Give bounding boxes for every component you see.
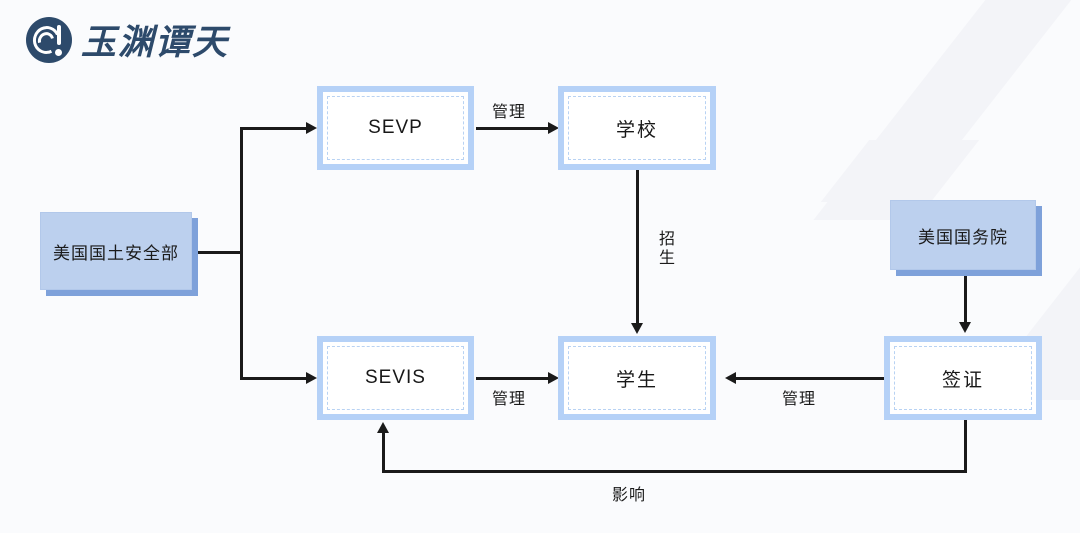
edge-dhs-trunk [190, 251, 242, 254]
arrowhead-sevis-to-student-icon [548, 371, 559, 384]
edge-label-visa-student: 管理 [782, 391, 817, 408]
node-dos-label: 美国国务院 [918, 227, 1008, 247]
edge-dhs-to-sevis [240, 377, 308, 380]
node-student-label: 学生 [615, 369, 658, 391]
edge-sevis-to-student [476, 377, 550, 380]
node-sevp[interactable]: SEVP [317, 86, 474, 170]
edge-visa-feedback-horizontal [382, 470, 967, 473]
edge-visa-feedback-down [964, 420, 967, 472]
brand-logo: 玉渊谭天 [26, 14, 229, 65]
edge-label-sevp-school: 管理 [492, 104, 527, 121]
edge-dos-to-visa [964, 272, 967, 325]
edge-school-to-student [636, 170, 639, 326]
node-school-label: 学校 [615, 119, 658, 141]
node-sevis[interactable]: SEVIS [317, 336, 474, 420]
brand-logo-text: 玉渊谭天 [81, 23, 230, 62]
edge-sevp-to-school [476, 127, 550, 130]
arrowhead-visa-to-student-icon [725, 371, 736, 384]
arrowhead-visa-to-sevis-icon [376, 422, 389, 433]
wave-circle-emblem-icon [26, 16, 72, 63]
node-sevis-label: SEVIS [365, 367, 426, 388]
node-visa-label: 签证 [941, 369, 984, 391]
edge-label-school-student: 招生 [656, 230, 673, 268]
background-watermark-shape [820, 140, 980, 202]
background-watermark-shape [813, 0, 1080, 220]
node-sevp-label: SEVP [368, 117, 423, 138]
arrowhead-school-to-student-icon [630, 323, 643, 334]
node-dhs[interactable]: 美国国土安全部 [40, 212, 192, 290]
edge-label-visa-sevis: 影响 [612, 487, 647, 504]
edge-visa-feedback-up [382, 432, 385, 472]
arrowhead-dhs-to-sevp-icon [306, 121, 317, 134]
arrowhead-sevp-to-school-icon [548, 121, 559, 134]
arrowhead-dos-to-visa-icon [958, 322, 971, 333]
arrowhead-dhs-to-sevis-icon [306, 371, 317, 384]
edge-label-sevis-student: 管理 [492, 391, 527, 408]
edge-visa-to-student [736, 377, 884, 380]
node-visa[interactable]: 签证 [884, 336, 1042, 420]
node-student[interactable]: 学生 [558, 336, 716, 420]
node-dhs-label: 美国国土安全部 [53, 243, 179, 263]
edge-dhs-to-sevp [240, 127, 308, 130]
edge-dhs-branch-vertical [240, 127, 243, 379]
node-school[interactable]: 学校 [558, 86, 716, 170]
node-dos[interactable]: 美国国务院 [890, 200, 1036, 270]
